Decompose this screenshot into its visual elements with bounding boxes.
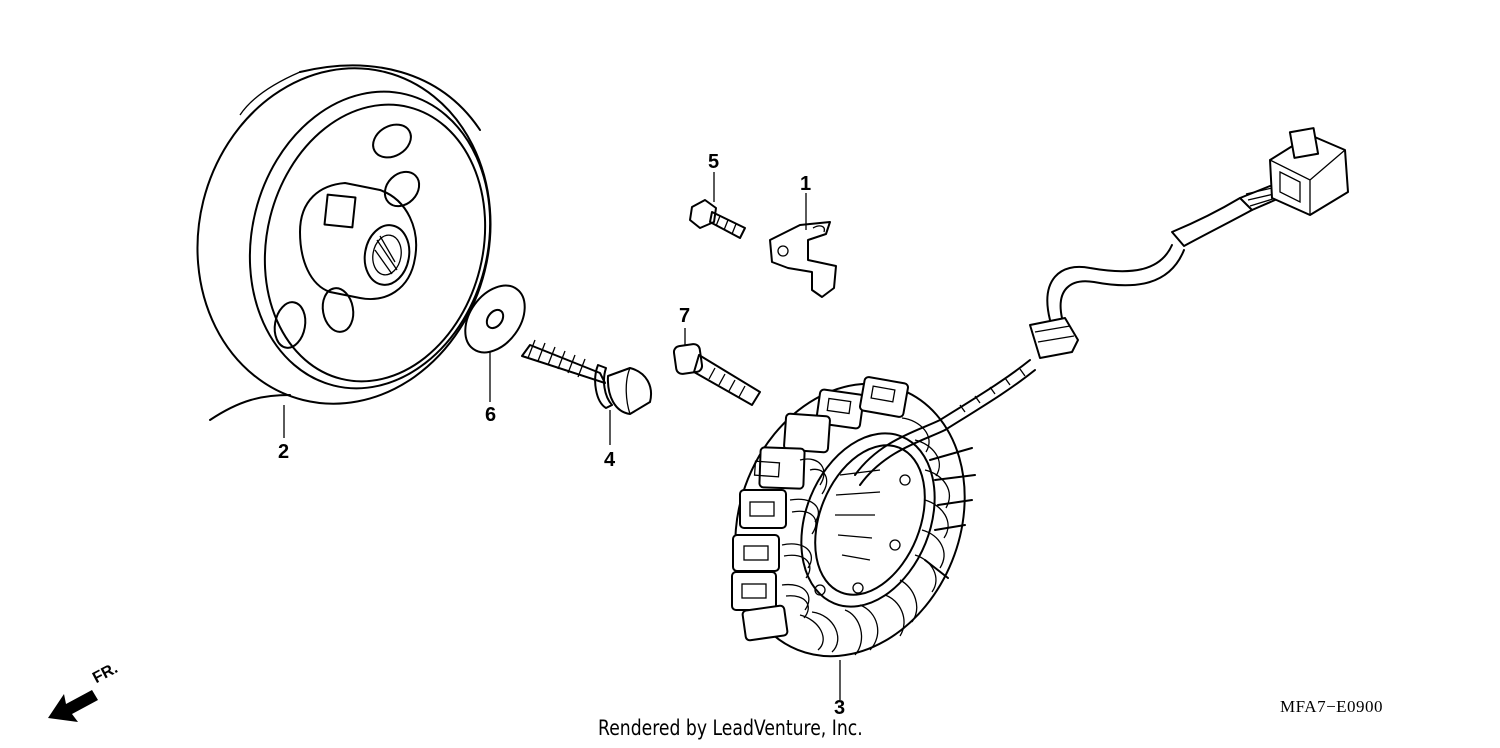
callout-5: 5 bbox=[708, 151, 720, 173]
callout-4: 4 bbox=[604, 449, 616, 471]
bolt-5 bbox=[689, 172, 746, 239]
stator-coil bbox=[731, 376, 976, 700]
flange-bolt bbox=[521, 339, 652, 445]
callout-3: 3 bbox=[834, 697, 846, 719]
callout-2: 2 bbox=[278, 441, 290, 463]
callout-1: 1 bbox=[800, 173, 812, 195]
callout-6: 6 bbox=[485, 404, 497, 426]
callout-7: 7 bbox=[679, 305, 691, 327]
bolt-7 bbox=[672, 328, 761, 406]
wire-harness bbox=[854, 127, 1349, 486]
wire-bracket bbox=[769, 193, 837, 298]
diagram-code: MFA7−E0900 bbox=[1280, 697, 1384, 716]
arrow-icon bbox=[48, 690, 98, 722]
washer bbox=[464, 284, 526, 402]
flywheel-rotor bbox=[196, 64, 492, 438]
credit-text: Rendered by LeadVenture, Inc. bbox=[598, 716, 863, 740]
